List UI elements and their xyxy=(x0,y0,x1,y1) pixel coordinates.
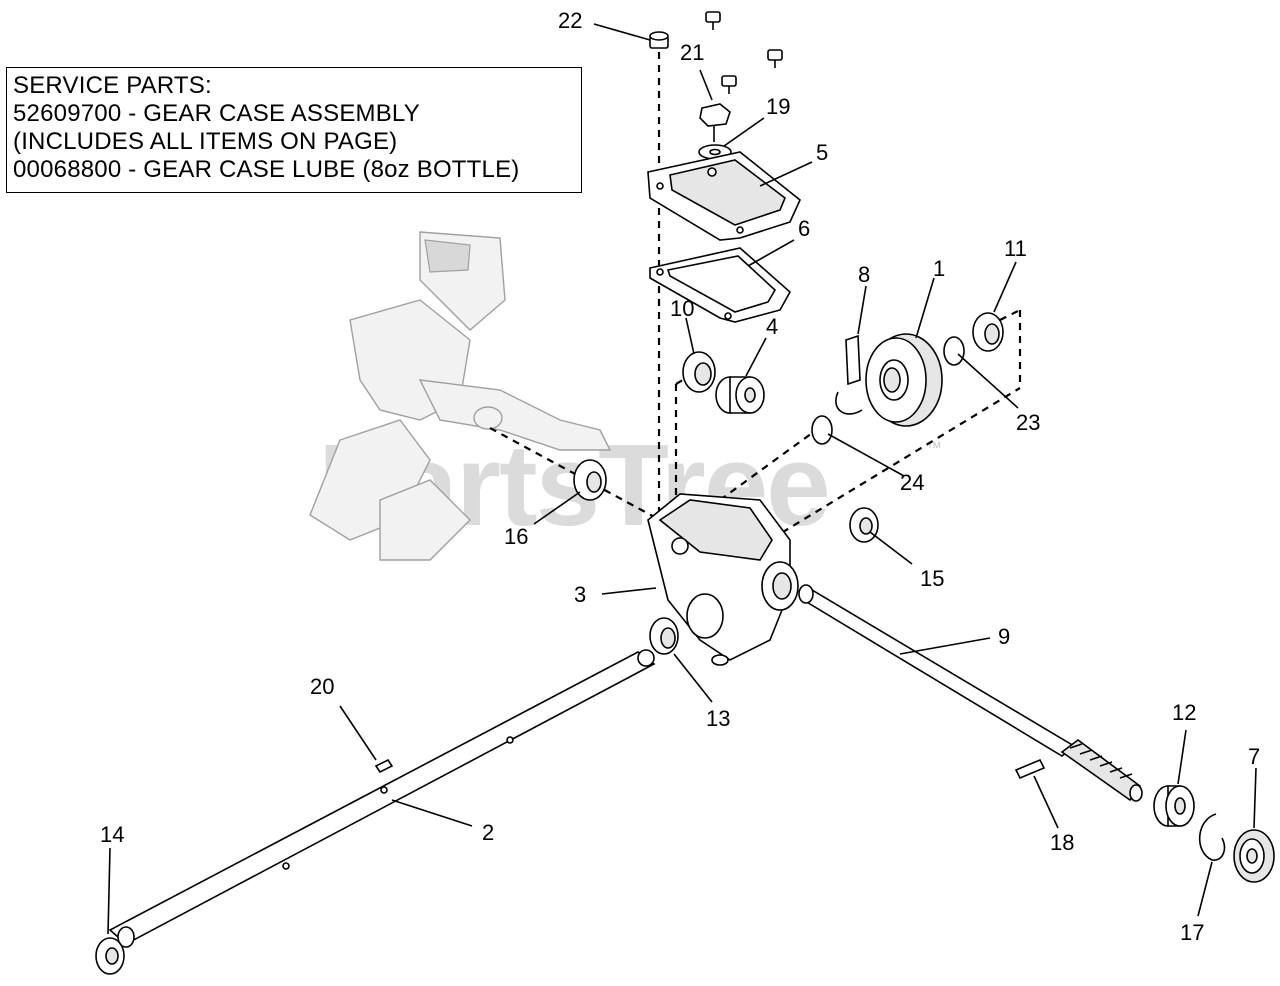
worm-shaft-9 xyxy=(798,584,1143,802)
washer-14 xyxy=(95,937,125,975)
pin-18 xyxy=(1014,758,1046,780)
service-part-line-3: 00068800 - GEAR CASE LUBE (8oz BOTTLE) xyxy=(13,156,520,183)
snap-ring-23 xyxy=(943,336,965,366)
service-parts-box: SERVICE PARTS: 52609700 - GEAR CASE ASSE… xyxy=(6,67,582,193)
callout-18: 18 xyxy=(1050,830,1074,855)
impeller-shaft-2 xyxy=(108,649,656,948)
callout-4: 4 xyxy=(766,314,778,339)
callout-23: 23 xyxy=(1016,410,1040,435)
callout-16: 16 xyxy=(504,524,528,549)
end-cap-7 xyxy=(1233,829,1275,883)
callout-20: 20 xyxy=(310,674,334,699)
bearing-15 xyxy=(849,507,879,543)
key-8 xyxy=(835,334,863,415)
gasket-6 xyxy=(649,247,792,323)
callout-19: 19 xyxy=(766,94,790,119)
callout-21: 21 xyxy=(680,40,704,65)
callout-3: 3 xyxy=(574,582,586,607)
worm-gear-1 xyxy=(865,333,943,427)
callout-5: 5 xyxy=(816,140,828,165)
callout-1: 1 xyxy=(933,256,945,281)
gear-case-cover-5 xyxy=(647,151,801,241)
gear-case-housing-3 xyxy=(647,493,799,666)
impeller-ghost-illustration xyxy=(309,231,612,561)
retaining-ring-17 xyxy=(1198,813,1226,861)
callout-9: 9 xyxy=(998,624,1010,649)
callout-15: 15 xyxy=(920,566,944,591)
callout-13: 13 xyxy=(706,706,730,731)
callout-17: 17 xyxy=(1180,920,1204,945)
bearing-13 xyxy=(649,617,679,655)
callout-10: 10 xyxy=(670,296,694,321)
bearing-16 xyxy=(573,459,607,501)
bearing-11 xyxy=(972,312,1004,352)
nut-21 xyxy=(699,103,731,142)
spare-bolts xyxy=(705,11,783,94)
bolt-22 xyxy=(649,31,669,49)
callout-12: 12 xyxy=(1172,700,1196,725)
callout-11: 11 xyxy=(1004,236,1027,261)
callout-2: 2 xyxy=(482,820,494,845)
callout-22: 22 xyxy=(558,8,582,33)
callout-6: 6 xyxy=(798,216,810,241)
service-parts-heading: SERVICE PARTS: xyxy=(13,72,212,99)
service-part-line-2: (INCLUDES ALL ITEMS ON PAGE) xyxy=(13,128,398,155)
bushing-4 xyxy=(715,376,765,414)
callout-14: 14 xyxy=(100,822,124,847)
callout-labels: 1 2 3 4 5 6 7 8 9 10 11 12 13 14 15 16 1… xyxy=(100,8,1260,945)
callout-24: 24 xyxy=(900,470,924,495)
callout-leaders xyxy=(107,23,1257,935)
snap-ring-24 xyxy=(811,415,833,445)
service-part-line-1: 52609700 - GEAR CASE ASSEMBLY xyxy=(13,100,420,127)
bearing-10 xyxy=(682,351,716,393)
bearing-12 xyxy=(1153,785,1195,827)
callout-7: 7 xyxy=(1248,744,1260,769)
callout-8: 8 xyxy=(858,262,870,287)
